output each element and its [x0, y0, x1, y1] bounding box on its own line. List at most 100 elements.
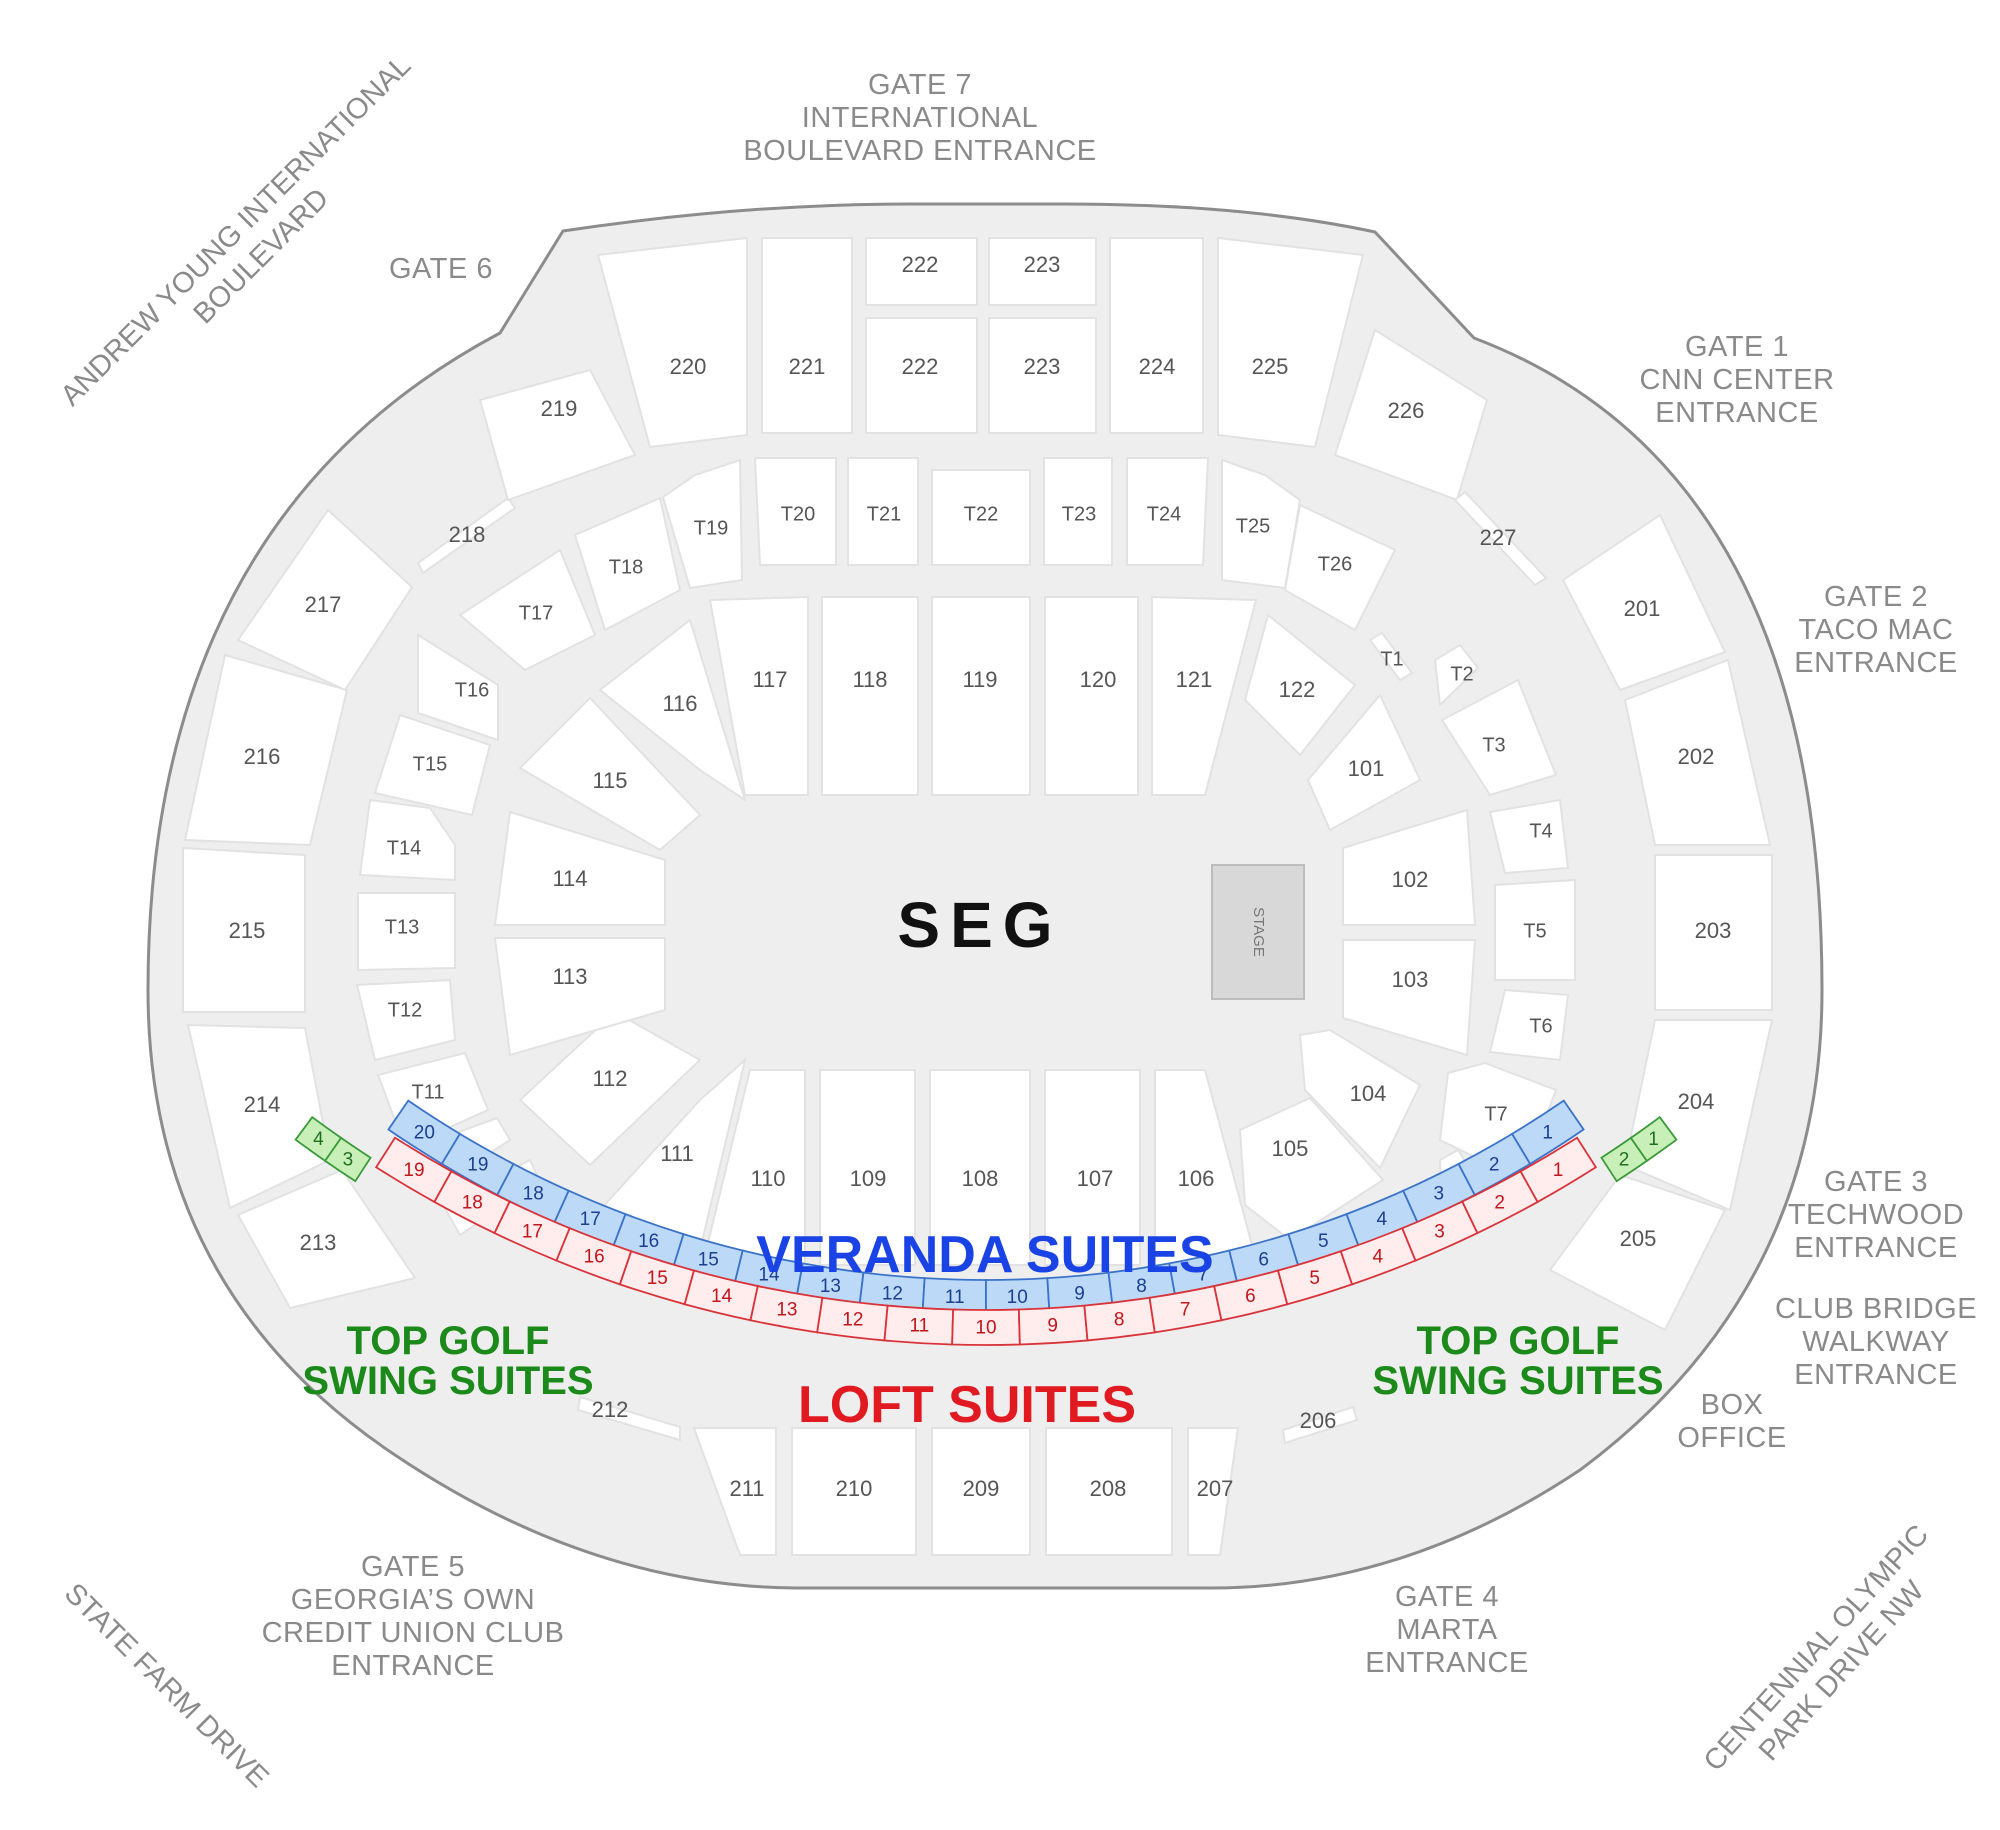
section-shape[interactable] [1342, 939, 1477, 1057]
section-shape[interactable] [931, 1427, 1031, 1556]
loft-suite-10[interactable]: 10 [951, 1308, 1021, 1346]
section-upper-8[interactable]: 209 [931, 1427, 1031, 1556]
section-terrace-21[interactable]: T22 [931, 469, 1031, 566]
section-shape[interactable] [355, 978, 457, 1062]
loft-suite-12[interactable]: 12 [816, 1296, 889, 1342]
suite-shape[interactable] [1017, 1304, 1089, 1346]
section-upper-24[interactable]: 223 [988, 317, 1097, 434]
section-terrace-19[interactable]: T20 [753, 457, 837, 566]
section-shape[interactable] [1494, 878, 1576, 981]
section-shape[interactable] [1109, 237, 1204, 434]
section-shape[interactable] [1298, 1028, 1422, 1170]
section-shape[interactable] [1654, 854, 1773, 1011]
loft-suite-11[interactable]: 11 [883, 1304, 955, 1346]
section-upper-25[interactable]: 224 [1109, 237, 1204, 434]
section-shape[interactable] [1217, 236, 1365, 449]
section-shape[interactable] [692, 1427, 777, 1556]
suite-shape[interactable] [1519, 1136, 1598, 1204]
section-shape[interactable] [931, 596, 1031, 796]
section-shape[interactable] [1548, 1173, 1727, 1332]
section-upper-2[interactable]: 203 [1654, 854, 1773, 1011]
section-upper-20[interactable]: 221 [761, 237, 853, 434]
suite-shape[interactable] [816, 1296, 889, 1342]
section-shape[interactable] [865, 237, 978, 306]
section-shape[interactable] [493, 810, 666, 926]
section-terrace-20[interactable]: T21 [847, 457, 919, 566]
section-terrace-3[interactable]: T4 [1488, 798, 1570, 875]
section-shape[interactable] [1283, 503, 1397, 632]
section-shape[interactable] [988, 317, 1097, 434]
section-shape[interactable] [358, 798, 456, 882]
section-shape[interactable] [1440, 678, 1558, 797]
section-shape[interactable] [183, 653, 349, 847]
section-terrace-23[interactable]: T24 [1126, 457, 1210, 566]
section-upper-21[interactable]: 222 [865, 237, 978, 306]
suite-shape[interactable] [883, 1304, 955, 1346]
section-upper-14[interactable]: 215 [182, 846, 306, 1013]
section-shape[interactable] [236, 508, 414, 692]
section-shape[interactable] [573, 496, 682, 632]
section-shape[interactable] [1238, 1096, 1385, 1242]
section-shape[interactable] [761, 237, 853, 434]
section-shape[interactable] [478, 368, 637, 502]
section-shape[interactable] [357, 892, 456, 972]
section-lower-19[interactable]: 120 [1044, 596, 1139, 796]
section-upper-7[interactable]: 208 [1045, 1427, 1173, 1556]
suite-shape[interactable] [323, 1136, 372, 1183]
section-terrace-22[interactable]: T23 [1043, 457, 1113, 566]
section-shape[interactable] [458, 548, 597, 672]
section-shape[interactable] [1045, 1427, 1173, 1556]
section-shape[interactable] [417, 633, 499, 742]
section-shape[interactable] [931, 469, 1031, 566]
section-shape[interactable] [791, 1427, 917, 1556]
section-shape[interactable] [1126, 457, 1210, 566]
section-lower-18[interactable]: 119 [931, 596, 1031, 796]
section-shape[interactable] [753, 457, 837, 566]
section-shape[interactable] [1187, 1427, 1240, 1556]
section-shape[interactable] [1306, 693, 1422, 832]
section-shape[interactable] [576, 1395, 681, 1442]
section-shape[interactable] [1281, 1405, 1359, 1445]
section-shape[interactable] [1623, 1019, 1774, 1212]
suite-shape[interactable] [951, 1308, 1021, 1346]
section-shape[interactable] [929, 1069, 1031, 1266]
section-upper-9[interactable]: 210 [791, 1427, 917, 1556]
section-terrace-4[interactable]: T5 [1494, 878, 1576, 981]
loft-suite-9[interactable]: 9 [1017, 1304, 1089, 1346]
section-shape[interactable] [518, 696, 702, 852]
loft-suite-8[interactable]: 8 [1083, 1296, 1156, 1342]
section-shape[interactable] [1453, 490, 1548, 587]
section-upper-22[interactable]: 222 [865, 317, 978, 434]
section-shape[interactable] [493, 937, 666, 1057]
section-shape[interactable] [598, 618, 747, 803]
section-shape[interactable] [1368, 631, 1414, 682]
section-shape[interactable] [1044, 1069, 1141, 1266]
section-shape[interactable] [1488, 798, 1570, 875]
section-shape[interactable] [182, 846, 306, 1013]
section-shape[interactable] [1151, 595, 1258, 796]
section-shape[interactable] [596, 236, 748, 449]
section-shape[interactable] [708, 595, 809, 796]
suite-shape[interactable] [1510, 1099, 1585, 1166]
section-shape[interactable] [1044, 596, 1139, 796]
section-shape[interactable] [1342, 808, 1477, 926]
section-shape[interactable] [1623, 658, 1772, 846]
stage[interactable] [1211, 864, 1305, 1000]
section-shape[interactable] [1433, 643, 1480, 708]
section-lower-17[interactable]: 118 [821, 596, 919, 796]
section-upper-23[interactable]: 223 [988, 237, 1097, 306]
section-shape[interactable] [236, 1168, 417, 1310]
section-shape[interactable] [819, 1069, 916, 1266]
section-shape[interactable] [1243, 613, 1357, 757]
section-shape[interactable] [865, 317, 978, 434]
section-shape[interactable] [416, 496, 517, 575]
section-terrace-12[interactable]: T13 [357, 892, 456, 972]
section-shape[interactable] [661, 458, 744, 590]
section-shape[interactable] [373, 713, 492, 817]
section-shape[interactable] [821, 596, 919, 796]
section-shape[interactable] [1488, 988, 1570, 1062]
section-shape[interactable] [1561, 513, 1727, 692]
section-shape[interactable] [518, 1010, 702, 1167]
section-terrace-5[interactable]: T6 [1488, 988, 1570, 1062]
section-shape[interactable] [1043, 457, 1113, 566]
